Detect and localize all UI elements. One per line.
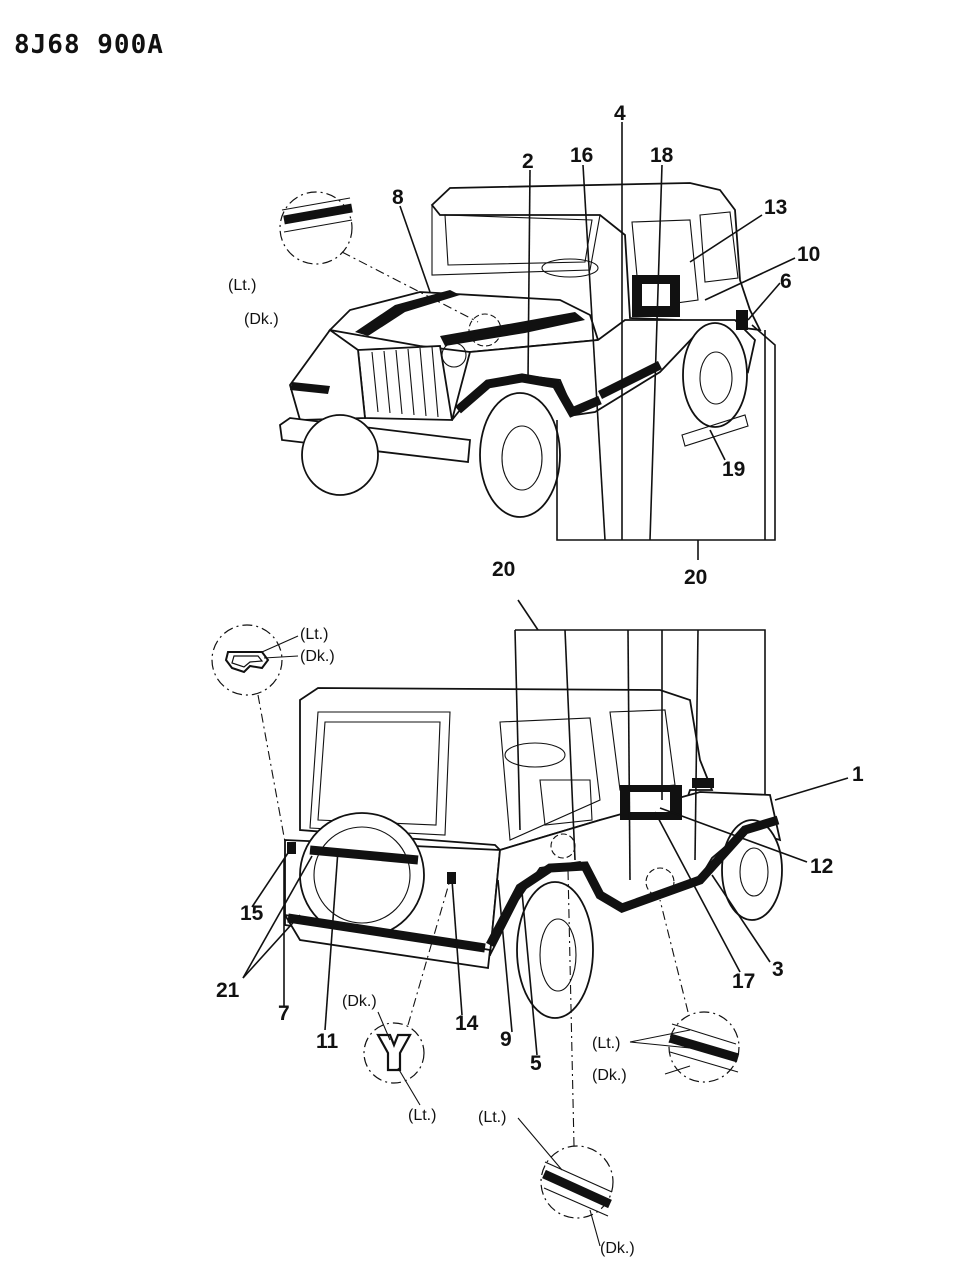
callout-15: 15 xyxy=(240,902,264,925)
callout-10: 10 xyxy=(797,243,820,266)
callout-14: 14 xyxy=(455,1012,479,1035)
label-dk-rocker: (Dk.) xyxy=(592,1067,627,1084)
rear-view-vehicle xyxy=(283,687,783,1019)
callout-3: 3 xyxy=(772,958,784,981)
front-view-vehicle xyxy=(279,182,762,518)
emblem-detail-circle xyxy=(211,624,299,843)
rear-view-leader-lines xyxy=(242,599,849,1056)
callout-1: 1 xyxy=(852,763,864,786)
callout-20-top: 20 xyxy=(684,566,707,589)
callout-12: 12 xyxy=(810,855,833,878)
label-dk-y-emblem: (Dk.) xyxy=(342,993,377,1010)
callout-17: 17 xyxy=(732,970,755,993)
callout-4: 4 xyxy=(614,102,626,125)
callout-9: 9 xyxy=(500,1028,512,1051)
label-dk-emblem: (Dk.) xyxy=(300,648,335,665)
label-lt-emblem: (Lt.) xyxy=(300,626,328,643)
label-lt-rocker: (Lt.) xyxy=(592,1035,620,1052)
callout-13: 13 xyxy=(764,196,787,219)
color-labels: (Lt.) (Dk.) (Lt.) (Dk.) (Dk.) (Lt.) (Lt.… xyxy=(228,277,635,1257)
side-stripe-detail-circle xyxy=(517,869,614,1247)
hood-stripe-detail-circle xyxy=(279,191,479,323)
callout-5: 5 xyxy=(530,1052,542,1075)
label-lt-side: (Lt.) xyxy=(478,1109,506,1126)
diagram-reference-code: 8J68 900A xyxy=(14,30,164,60)
callout-11: 11 xyxy=(316,1030,339,1053)
y-emblem-detail-circle xyxy=(363,879,451,1106)
label-dk-side: (Dk.) xyxy=(600,1240,635,1257)
callout-7: 7 xyxy=(278,1002,290,1025)
front-view-leader-lines xyxy=(399,122,796,560)
label-lt-hood: (Lt.) xyxy=(228,277,256,294)
rocker-stripe-detail-circle xyxy=(629,899,740,1083)
label-lt-y-emblem: (Lt.) xyxy=(408,1107,436,1124)
callout-20-bottom: 20 xyxy=(492,558,515,581)
callout-6: 6 xyxy=(780,270,792,293)
callout-numbers: 8 2 16 4 18 13 10 6 19 20 20 1 12 3 17 1… xyxy=(216,102,864,1075)
callout-19: 19 xyxy=(722,458,745,481)
callout-18: 18 xyxy=(650,144,674,167)
callout-21: 21 xyxy=(216,979,240,1002)
callout-2: 2 xyxy=(522,150,534,173)
label-dk-hood: (Dk.) xyxy=(244,311,279,328)
callout-8: 8 xyxy=(392,186,404,209)
callout-16: 16 xyxy=(570,144,593,167)
